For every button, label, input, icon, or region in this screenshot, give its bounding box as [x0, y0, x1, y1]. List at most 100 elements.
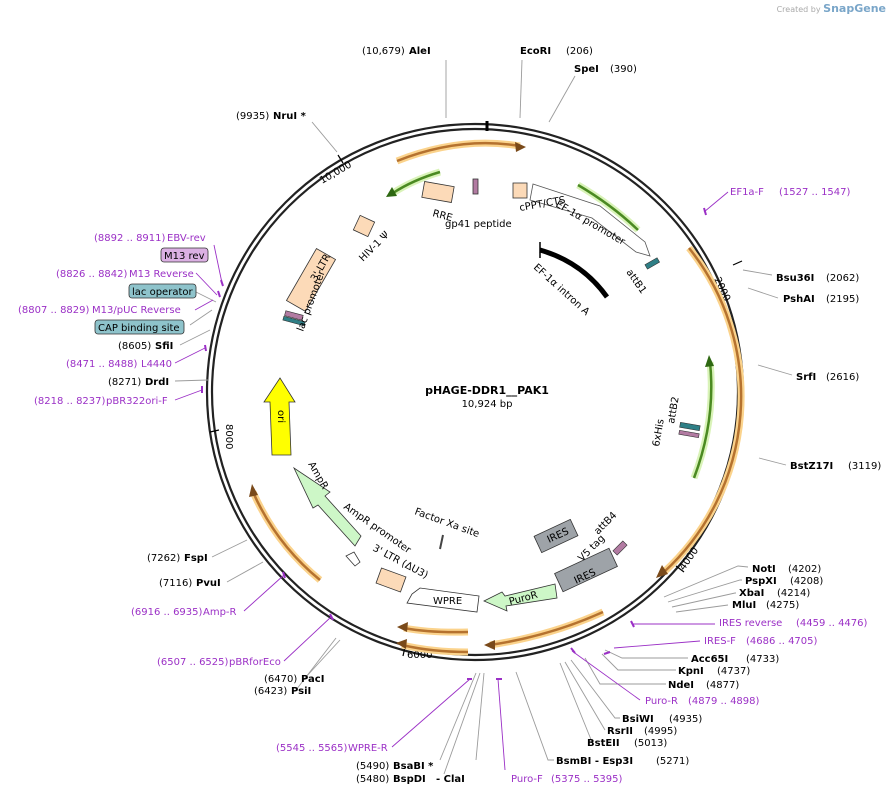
box-label-lac-operator: lac operator: [132, 287, 193, 298]
primer-name-puro-r: Puro-R: [645, 696, 678, 707]
attb1-box: [644, 257, 660, 270]
line-fspi: [211, 539, 248, 558]
feature-label-puror: PuroR: [508, 590, 539, 608]
ef1a-intron-bar: [539, 247, 610, 299]
line-wpre-r: [391, 678, 471, 748]
primer-range-ef1a-f: (1527 .. 1547): [779, 187, 851, 198]
primer-name-ebv-rev: EBV-rev: [167, 233, 206, 244]
line-bsabi: [439, 672, 477, 761]
line-bsteii: [559, 662, 593, 743]
enzyme-pos-bstz17i: (3119): [848, 461, 881, 472]
line-amp-r: [243, 574, 285, 612]
enzyme-name-bspdi: BspDI: [393, 774, 426, 785]
rre-box: [421, 181, 455, 203]
orf-arc-top: [396, 141, 521, 163]
enzyme-name-sfii: SfiI: [155, 341, 173, 352]
line-bspdi: [443, 672, 481, 775]
enzyme-pos-bsmbi: (5271): [656, 756, 689, 767]
primer-labels: EF1a-F (1527 .. 1547) IRES reverse (4459…: [18, 187, 868, 785]
primer-lines: [174, 191, 729, 771]
primer-range-pbr322ori: (8218 .. 8237): [34, 396, 106, 407]
mark-ef1a-f: [703, 207, 707, 216]
6xhis-box: [678, 429, 700, 439]
green-arc-right: [692, 361, 713, 479]
enzyme-name-bsmbi: BsmBI - Esp3I: [556, 756, 633, 767]
line-psii: [295, 637, 337, 691]
primer-range-puro-r: (4879 .. 4898): [688, 696, 760, 707]
line-paci: [304, 639, 341, 679]
enzyme-name-ndei: NdeI: [668, 680, 694, 691]
factor-xa-mark: [439, 534, 444, 550]
primer-range-ebv-rev: (8892 .. 8911): [94, 233, 166, 244]
enzyme-name-nrui: NruI *: [273, 111, 307, 122]
wpre-box: [406, 587, 480, 613]
enzyme-name-bsteii: BstEII: [587, 738, 620, 749]
primer-range-puro-f: (5375 .. 5395): [551, 774, 623, 785]
line-ndei: [584, 657, 666, 685]
credit-prefix: Created by: [776, 5, 821, 14]
3ltr-box: [285, 247, 337, 313]
orf-arc-b3-head: [396, 639, 407, 649]
tick-2000: [732, 260, 743, 266]
feature-label-6xhis: 6xHis: [651, 418, 667, 447]
green-arc-right-head: [705, 355, 714, 367]
green-arc-top: [392, 170, 441, 195]
enzyme-name-acc65i: Acc65I: [691, 654, 728, 665]
mark-ebv-rev: [220, 279, 224, 287]
enzyme-name-bstz17i: BstZ17I: [790, 461, 833, 472]
tick-10000: [337, 154, 344, 164]
line-bsmbi: [515, 671, 554, 761]
enzyme-name-paci: PacI: [301, 674, 324, 685]
line-pvui: [226, 561, 264, 583]
primer-range-m13-reverse: (8826 .. 8842): [56, 269, 128, 280]
enzyme-name-ecori: EcoRI: [520, 46, 551, 57]
enzyme-name-clai: - ClaI: [436, 774, 465, 785]
enzyme-pos-xbai: (4214): [777, 588, 810, 599]
enzyme-name-fspi: FspI: [184, 553, 208, 564]
inner-features: [263, 178, 701, 613]
line-srfi: [757, 364, 793, 376]
line-bsu36i: [742, 269, 773, 276]
enzyme-pos-fspi: (7262): [147, 553, 180, 564]
orf-arc-b1: [489, 610, 604, 647]
plasmid-name: pHAGE-DDR1__PAK1: [425, 384, 549, 397]
line-spei: [548, 75, 576, 123]
line-puro-r: [571, 650, 641, 701]
mark-ires-f: [603, 651, 611, 655]
line-pbr322ori: [174, 389, 203, 401]
enzyme-pos-acc65i: (4733): [746, 654, 779, 665]
enzyme-name-mlui: MluI: [732, 600, 756, 611]
enzyme-pos-pspxi: (4208): [790, 576, 823, 587]
orf-arrows: [249, 139, 745, 656]
primer-name-m13-puc: M13/pUC Reverse: [92, 305, 181, 316]
v5-tag-box: [612, 540, 628, 556]
tick-label-6000: 6000: [407, 650, 432, 661]
enzyme-name-alei: AleI: [409, 46, 431, 57]
mark-puro-r: [570, 647, 576, 654]
primer-range-m13-puc: (8807 .. 8829): [18, 305, 90, 316]
enzyme-lines: [174, 59, 793, 775]
orf-arc-b1-border: [489, 608, 605, 649]
enzyme-name-psii: PsiI: [291, 686, 311, 697]
line-ires-f: [613, 640, 701, 649]
ampr-promoter-arrow: [345, 551, 361, 567]
primer-name-ires-reverse: IRES reverse: [719, 618, 782, 629]
enzyme-pos-drdi: (8271): [108, 377, 141, 388]
green-arc-ef: [577, 183, 639, 231]
line-bsiwi: [570, 659, 620, 719]
enzyme-pos-psii: (6423): [254, 686, 287, 697]
line-noti: [663, 565, 749, 598]
primer-marks: [201, 207, 707, 680]
enzyme-pos-bspdi: (5480): [356, 774, 389, 785]
feature-label-wpre: WPRE: [433, 596, 462, 607]
mark-ires-reverse: [630, 620, 635, 628]
snapgene-logo: SnapGene: [823, 2, 886, 15]
primer-name-ef1a-f: EF1a-F: [730, 187, 764, 198]
mark-amp-r: [282, 571, 286, 579]
primer-range-l4440: (8471 .. 8488): [66, 359, 138, 370]
enzyme-pos-ndei: (4877): [706, 680, 739, 691]
line-ecori: [519, 59, 523, 119]
line-cap: [189, 309, 213, 326]
puror-arrow: [483, 583, 558, 612]
